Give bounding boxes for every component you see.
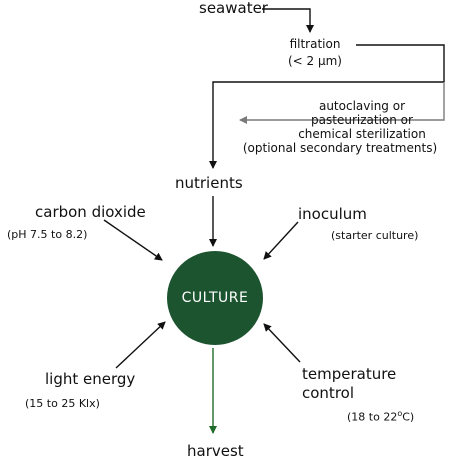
- temperature-note: (18 to 22oC): [347, 410, 414, 423]
- filtration-line-1: filtration: [289, 37, 341, 51]
- secondary-line-2: pasteurization or: [311, 113, 413, 127]
- secondary-line-4: (optional secondary treatments): [242, 141, 438, 155]
- arrow-optional-secondary-treatments: [239, 82, 445, 124]
- secondary-line-3: chemical sterilization: [298, 127, 426, 141]
- culture-label: CULTURE: [181, 290, 249, 306]
- inoculum-label: inoculum: [298, 205, 367, 223]
- arrow-bus-to-nutrients: [209, 81, 444, 169]
- carbon-dioxide-label: carbon dioxide: [35, 203, 146, 221]
- temperature-note-prefix: (18 to 22: [347, 410, 398, 424]
- nutrients-label: nutrients: [175, 174, 243, 192]
- filtration-line-2: (< 2 μm): [287, 54, 342, 68]
- arrow-carbon-dioxide-to-culture: [103, 219, 163, 261]
- light-energy-note: (15 to 25 Klx): [25, 397, 100, 410]
- arrow-seawater-to-filtration: [262, 8, 314, 33]
- seawater-label: seawater: [199, 0, 268, 17]
- inoculum-note: (starter culture): [331, 229, 419, 242]
- temperature-line-2: control: [302, 384, 354, 402]
- secondary-treatments-label: autoclaving or pasteurization or chemica…: [232, 100, 448, 154]
- secondary-line-1: autoclaving or: [318, 99, 406, 113]
- harvest-label: harvest: [187, 442, 244, 460]
- culture-node: CULTURE: [167, 251, 263, 345]
- temperature-control-label: temperature control: [302, 367, 396, 401]
- filtration-label: filtration (< 2 μm): [277, 38, 353, 67]
- arrow-inoculum-to-culture: [263, 221, 299, 260]
- light-energy-label: light energy: [45, 370, 136, 388]
- line-filtration-to-bus: [356, 44, 445, 82]
- temperature-note-degree: o: [397, 409, 403, 418]
- carbon-dioxide-note: (pH 7.5 to 8.2): [7, 228, 88, 241]
- temperature-line-1: temperature: [302, 365, 397, 383]
- arrow-temperature-to-culture: [263, 323, 301, 363]
- temperature-note-suffix: C): [402, 410, 415, 424]
- arrow-light-energy-to-culture: [115, 321, 166, 369]
